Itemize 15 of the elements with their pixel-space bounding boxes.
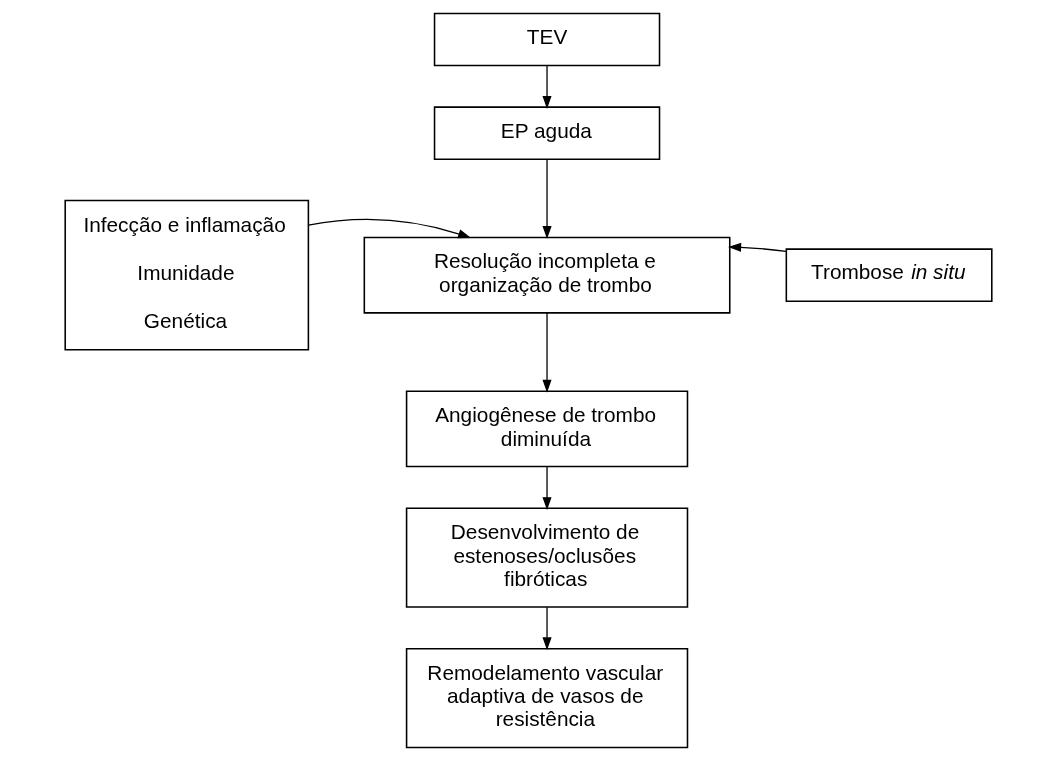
node-box: Resolução incompleta e organização de trombo — [363, 236, 731, 314]
arrow — [542, 312, 552, 393]
arrow — [542, 158, 552, 240]
node-box: Desenvolvimento de estenoses/oclusões fibróticas — [405, 507, 689, 608]
arrow — [728, 242, 787, 252]
arrow — [542, 65, 552, 109]
node-box: EP aguda — [433, 106, 661, 160]
node-box: Remodelamento vascular adaptiva de vasos de resistência — [405, 647, 689, 749]
node-box: Trombose in situ — [785, 248, 993, 302]
node-box: TEV — [433, 12, 661, 67]
arrow — [542, 466, 552, 511]
node-box: Angiogênese de trombo diminuída — [405, 390, 689, 468]
node-box: Infecção e inflamação Imunidade Genética — [64, 199, 310, 351]
arrow — [542, 606, 552, 651]
arrow — [307, 218, 472, 239]
